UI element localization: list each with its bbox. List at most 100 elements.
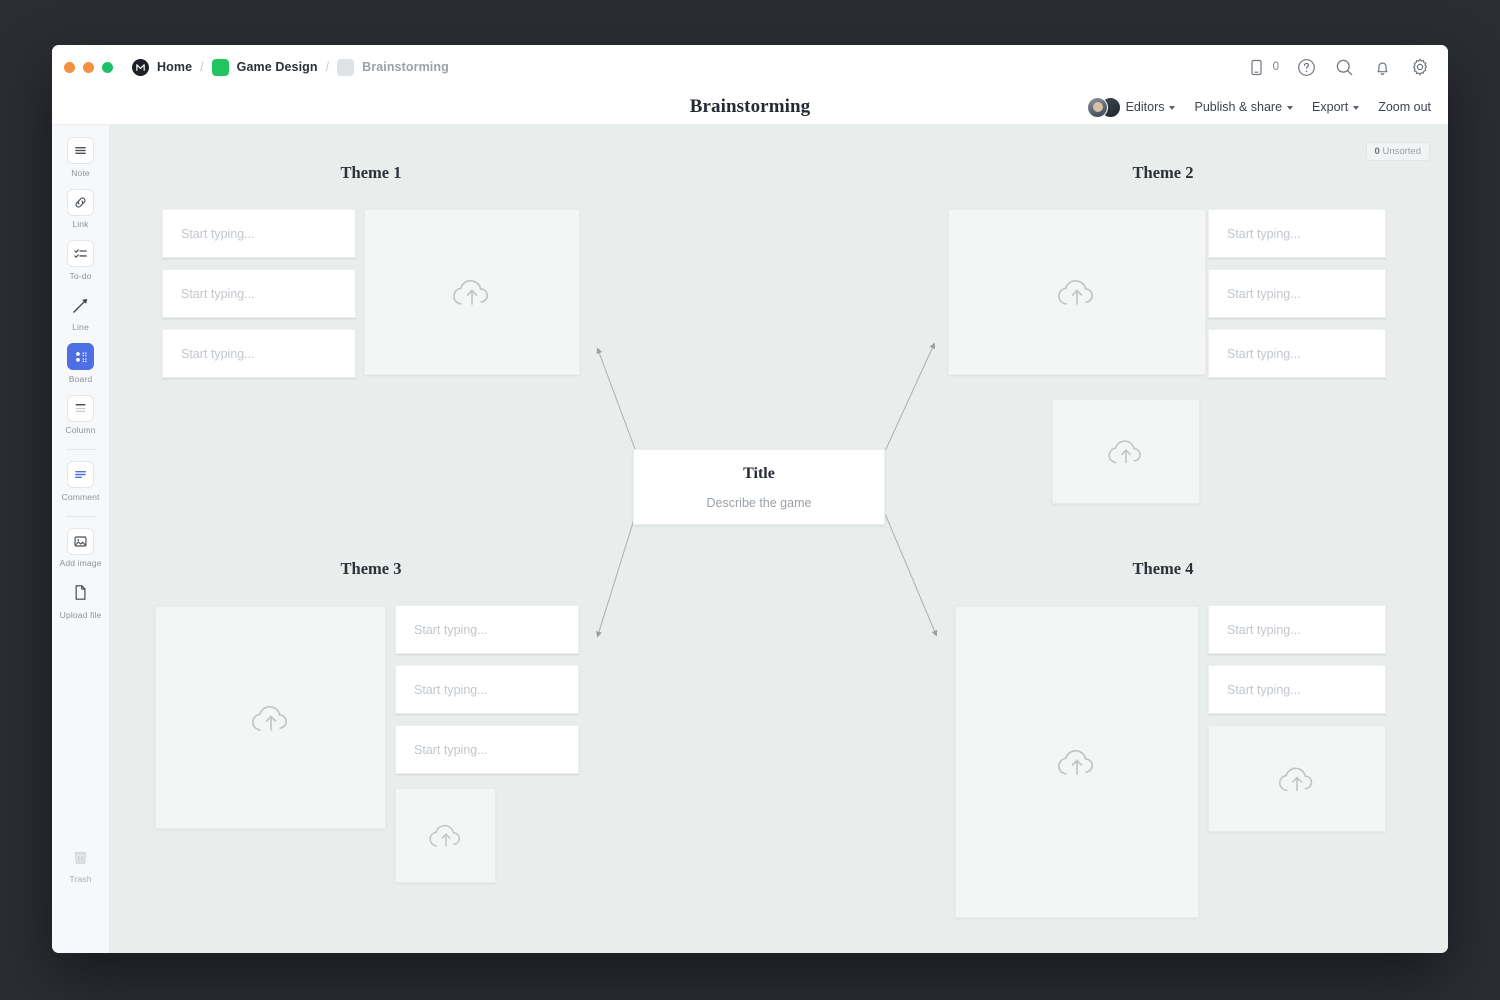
mobile-preview-button[interactable]: 0: [1246, 56, 1279, 78]
note-card[interactable]: Start typing...: [1208, 665, 1386, 714]
theme-title-3[interactable]: Theme 3: [340, 559, 402, 578]
image-icon: [67, 527, 94, 555]
search-icon[interactable]: [1333, 56, 1355, 78]
image-placeholder[interactable]: [1052, 399, 1200, 504]
image-placeholder[interactable]: [395, 788, 496, 883]
sidebar-item-line[interactable]: Line: [52, 292, 110, 332]
note-card[interactable]: Start typing...: [162, 329, 356, 378]
sidebar-item-upload-file[interactable]: Upload file: [52, 579, 110, 620]
note-card[interactable]: Start typing...: [162, 269, 356, 318]
unsorted-badge[interactable]: 0 Unsorted: [1365, 142, 1430, 161]
avatar: [1086, 96, 1108, 118]
link-icon: [67, 188, 94, 216]
sidebar-item-comment[interactable]: Comment: [52, 461, 110, 502]
export-menu[interactable]: Export: [1312, 100, 1360, 114]
cloud-upload-icon: [1058, 280, 1093, 305]
breadcrumb-label-game-design: Game Design: [236, 60, 318, 74]
column-icon: [67, 394, 94, 422]
cloud-upload-icon: [453, 280, 488, 305]
note-card[interactable]: Start typing...: [162, 209, 356, 258]
grey-square-icon: [337, 58, 355, 76]
traffic-lights: [64, 61, 113, 73]
breadcrumb-separator: /: [325, 60, 330, 74]
maximize-button[interactable]: [102, 61, 113, 73]
close-button[interactable]: [64, 61, 75, 73]
sidebar-label-line: Line: [72, 322, 89, 332]
zoom-out-button[interactable]: Zoom out: [1378, 100, 1431, 114]
window-titlebar: Home / Game Design / Brainstorming: [52, 45, 1448, 89]
gear-icon[interactable]: [1409, 56, 1431, 78]
image-placeholder[interactable]: [364, 209, 580, 375]
connector-to-theme-1: [596, 347, 636, 451]
sidebar-item-trash[interactable]: Trash: [52, 844, 110, 884]
trash-icon: [67, 844, 94, 871]
breadcrumb-label-home: Home: [157, 60, 193, 74]
theme-title-4[interactable]: Theme 4: [1132, 559, 1194, 578]
note-card[interactable]: Start typing...: [1208, 605, 1386, 654]
theme-title-2[interactable]: Theme 2: [1132, 163, 1194, 182]
chevron-down-icon: [1169, 106, 1176, 110]
sidebar-label-board: Board: [68, 373, 93, 384]
sidebar-item-note[interactable]: Note: [52, 137, 110, 178]
image-placeholder[interactable]: [155, 606, 386, 829]
note-placeholder: Start typing...: [1227, 346, 1301, 361]
tool-sidebar: Note Link To-do: [52, 125, 110, 953]
note-placeholder: Start typing...: [1227, 226, 1301, 241]
sidebar-item-add-image[interactable]: Add image: [52, 527, 110, 568]
sidebar-item-board[interactable]: Board: [52, 343, 110, 384]
mobile-icon: [1246, 56, 1268, 78]
note-card[interactable]: Start typing...: [1208, 269, 1386, 318]
breadcrumb-label-brainstorming: Brainstorming: [362, 60, 449, 74]
note-card[interactable]: Start typing...: [395, 605, 579, 654]
board-icon: [67, 343, 94, 370]
document-header: Brainstorming Editors Publish & share Ex…: [52, 89, 1448, 125]
connector-to-theme-2: [885, 342, 936, 451]
image-placeholder[interactable]: [948, 209, 1206, 375]
cloud-upload-icon: [1058, 750, 1093, 775]
todo-icon: [67, 240, 94, 267]
chevron-down-icon: [1287, 106, 1294, 110]
connector-to-theme-4: [885, 514, 938, 637]
bell-icon[interactable]: [1371, 56, 1393, 78]
note-placeholder: Start typing...: [181, 286, 255, 301]
breadcrumb-item-brainstorming[interactable]: Brainstorming: [337, 58, 449, 76]
note-card[interactable]: Start typing...: [1208, 209, 1386, 258]
note-card[interactable]: Start typing...: [1208, 329, 1386, 378]
note-placeholder: Start typing...: [1227, 622, 1301, 637]
mobile-preview-count: 0: [1272, 61, 1279, 73]
page-title: Brainstorming: [689, 95, 811, 117]
chevron-down-icon: [1353, 106, 1360, 110]
note-card[interactable]: Start typing...: [395, 665, 579, 714]
board-canvas[interactable]: 0 Unsorted Theme 1: [110, 125, 1448, 953]
image-placeholder[interactable]: [955, 606, 1199, 918]
note-card[interactable]: Start typing...: [395, 725, 579, 774]
sidebar-item-column[interactable]: Column: [52, 394, 110, 435]
sidebar-label-note: Note: [71, 167, 90, 178]
minimize-button[interactable]: [83, 61, 94, 73]
sidebar-item-todo[interactable]: To-do: [52, 240, 110, 281]
sidebar-label-upload-file: Upload file: [59, 609, 102, 620]
image-placeholder[interactable]: [1208, 725, 1386, 832]
theme-title-1[interactable]: Theme 1: [340, 163, 402, 182]
center-title-card[interactable]: Title Describe the game: [633, 449, 885, 525]
sidebar-item-link[interactable]: Link: [52, 188, 110, 229]
note-placeholder: Start typing...: [1227, 682, 1301, 697]
file-icon: [67, 579, 94, 606]
breadcrumb: Home / Game Design / Brainstorming: [132, 58, 449, 76]
breadcrumb-item-home[interactable]: Home: [132, 58, 193, 76]
editors-menu[interactable]: Editors: [1086, 96, 1176, 118]
header-actions: Editors Publish & share Export Zoom out: [1086, 89, 1431, 125]
breadcrumb-item-game-design[interactable]: Game Design: [211, 58, 318, 76]
sidebar-label-column: Column: [65, 425, 96, 435]
publish-share-label: Publish & share: [1194, 100, 1283, 114]
cloud-upload-icon: [1108, 440, 1141, 464]
sidebar-divider: [65, 449, 96, 450]
note-placeholder: Start typing...: [181, 226, 255, 241]
titlebar-actions: 0: [1246, 56, 1431, 78]
publish-share-menu[interactable]: Publish & share: [1194, 100, 1294, 114]
sidebar-label-link: Link: [72, 219, 89, 229]
note-placeholder: Start typing...: [414, 742, 488, 757]
zoom-out-label: Zoom out: [1378, 100, 1431, 114]
note-placeholder: Start typing...: [181, 346, 255, 361]
help-icon[interactable]: [1295, 56, 1317, 78]
